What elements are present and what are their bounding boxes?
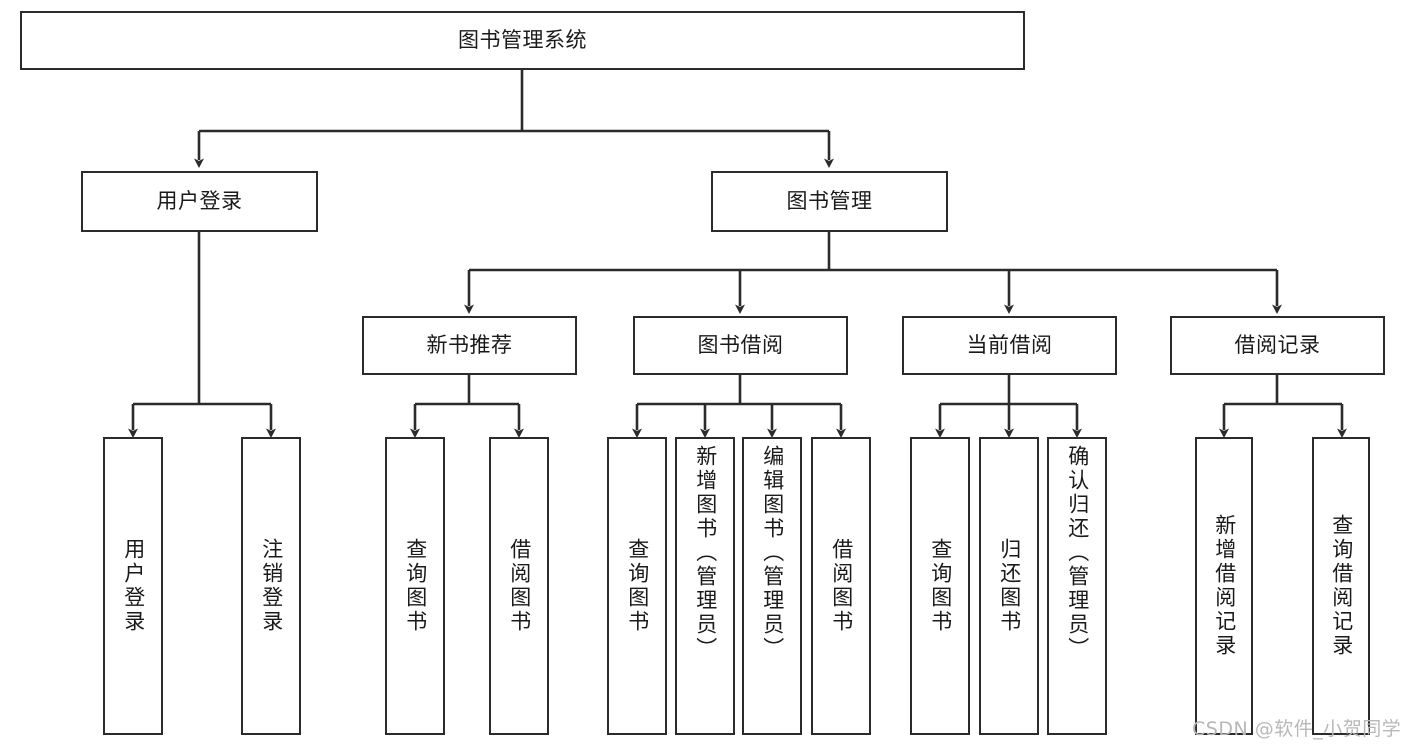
node-leaf-add-book-label: 新增图书（管理员） bbox=[693, 445, 718, 661]
node-leaf-query-record-label: 查询借阅记录 bbox=[1329, 514, 1354, 658]
node-leaf-return-book-label: 归还图书 bbox=[997, 538, 1022, 634]
node-new-book-rec-label: 新书推荐 bbox=[426, 332, 513, 357]
node-leaf-logout-label: 注销登录 bbox=[259, 538, 284, 634]
node-root[interactable]: 图书管理系统 bbox=[20, 11, 1025, 70]
node-leaf-confirm-return[interactable]: 确认归还（管理员） bbox=[1047, 437, 1107, 735]
node-new-book-rec[interactable]: 新书推荐 bbox=[362, 316, 577, 375]
node-leaf-query-book-1[interactable]: 查询图书 bbox=[385, 437, 445, 735]
node-leaf-query-book-2-label: 查询图书 bbox=[625, 538, 650, 634]
node-leaf-borrow-book-2-label: 借阅图书 bbox=[829, 538, 854, 634]
node-leaf-query-book-1-label: 查询图书 bbox=[403, 538, 428, 634]
node-user-login-label: 用户登录 bbox=[156, 188, 243, 213]
node-leaf-query-book-3[interactable]: 查询图书 bbox=[910, 437, 970, 735]
edge-bookmgmt-to-level3 bbox=[464, 232, 1282, 314]
node-leaf-add-book[interactable]: 新增图书（管理员） bbox=[675, 437, 735, 735]
edge-currentborrow-to-leaves bbox=[935, 375, 1082, 438]
node-leaf-user-login-label: 用户登录 bbox=[121, 538, 146, 634]
edge-bookborrow-to-leaves bbox=[632, 375, 846, 438]
node-book-mgmt-label: 图书管理 bbox=[786, 188, 873, 213]
node-leaf-add-record[interactable]: 新增借阅记录 bbox=[1195, 437, 1253, 735]
node-leaf-confirm-return-label: 确认归还（管理员） bbox=[1065, 445, 1090, 661]
node-leaf-query-record[interactable]: 查询借阅记录 bbox=[1312, 437, 1370, 735]
node-current-borrow[interactable]: 当前借阅 bbox=[902, 316, 1117, 375]
node-leaf-borrow-book-2[interactable]: 借阅图书 bbox=[811, 437, 871, 735]
node-leaf-borrow-book-1[interactable]: 借阅图书 bbox=[489, 437, 549, 735]
node-root-label: 图书管理系统 bbox=[458, 27, 587, 52]
node-borrow-record-label: 借阅记录 bbox=[1234, 332, 1321, 357]
edge-root-to-level2 bbox=[194, 70, 834, 168]
edge-userlogin-to-leaves bbox=[128, 232, 276, 438]
node-leaf-query-book-3-label: 查询图书 bbox=[928, 538, 953, 634]
node-current-borrow-label: 当前借阅 bbox=[966, 332, 1053, 357]
edge-newbookrec-to-leaves bbox=[410, 375, 524, 438]
node-leaf-logout[interactable]: 注销登录 bbox=[241, 437, 301, 735]
csdn-watermark: CSDN @软件_小贺同学 bbox=[1192, 718, 1402, 740]
edge-borrowrecord-to-leaves bbox=[1219, 375, 1347, 438]
node-borrow-record[interactable]: 借阅记录 bbox=[1170, 316, 1385, 375]
node-leaf-query-book-2[interactable]: 查询图书 bbox=[607, 437, 667, 735]
node-leaf-add-record-label: 新增借阅记录 bbox=[1212, 514, 1237, 658]
node-leaf-borrow-book-1-label: 借阅图书 bbox=[507, 538, 532, 634]
node-leaf-user-login[interactable]: 用户登录 bbox=[103, 437, 163, 735]
node-user-login[interactable]: 用户登录 bbox=[81, 171, 318, 232]
node-book-borrow-label: 图书借阅 bbox=[697, 332, 784, 357]
node-book-borrow[interactable]: 图书借阅 bbox=[633, 316, 848, 375]
node-leaf-edit-book[interactable]: 编辑图书（管理员） bbox=[742, 437, 802, 735]
node-leaf-return-book[interactable]: 归还图书 bbox=[979, 437, 1039, 735]
node-leaf-edit-book-label: 编辑图书（管理员） bbox=[760, 445, 785, 661]
node-book-mgmt[interactable]: 图书管理 bbox=[711, 171, 948, 232]
